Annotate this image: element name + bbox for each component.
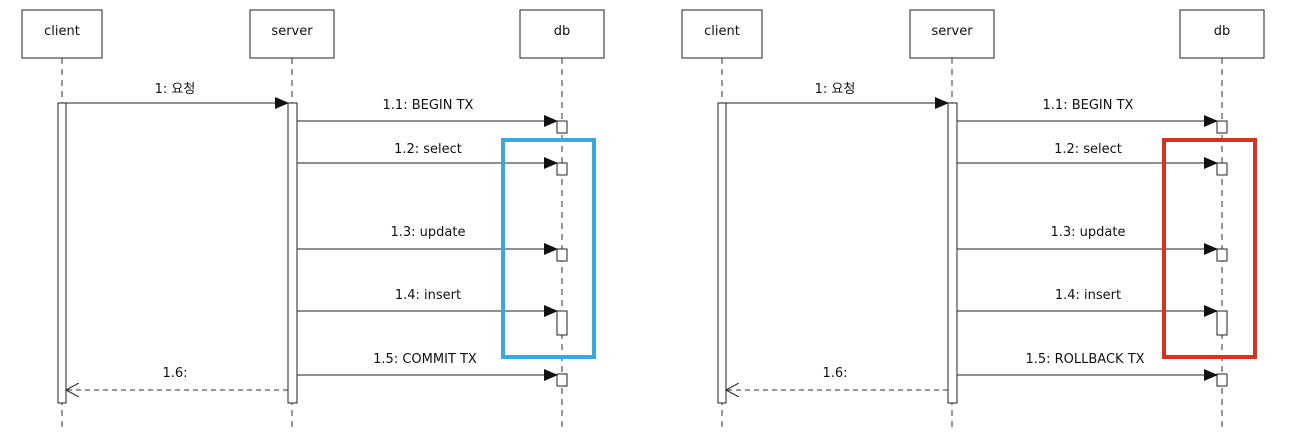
activation-server (947, 102, 958, 404)
activation-db-1 (1216, 120, 1228, 134)
message-1-5-label: 1.5: COMMIT TX (373, 352, 477, 367)
message-1-4: 1.4: insert (957, 288, 1218, 317)
message-1-5-label: 1.5: ROLLBACK TX (1025, 352, 1144, 367)
message-1-label: 1: 요청 (155, 82, 196, 97)
activation-db-4 (556, 310, 568, 336)
activation-db-2 (556, 162, 568, 176)
diagram-commit: client server db 1: 요청 1.1: BEGIN TX (21, 9, 605, 430)
participant-client: client (681, 9, 763, 59)
message-1: 1: 요청 (66, 82, 289, 109)
activation-client (57, 102, 67, 404)
activation-db-1 (556, 120, 568, 134)
message-1-6-return: 1.6: (66, 366, 288, 390)
activation-server (287, 102, 298, 404)
diagram-rollback: client server db 1: 요청 1.1: BEGIN TX (681, 9, 1265, 430)
message-1-5: 1.5: COMMIT TX (297, 352, 558, 381)
message-1-3-label: 1.3: update (391, 225, 466, 240)
message-1-2-label: 1.2: select (394, 142, 462, 157)
message-1-6-label: 1.6: (162, 366, 187, 381)
participant-db: db (519, 9, 605, 59)
activation-db-4 (1216, 310, 1228, 336)
participant-server-label: server (271, 24, 313, 39)
message-1-1-label: 1.1: BEGIN TX (1043, 98, 1134, 113)
activation-client (717, 102, 727, 404)
message-1-3: 1.3: update (297, 225, 558, 255)
message-1-1-label: 1.1: BEGIN TX (383, 98, 474, 113)
message-1-6-return: 1.6: (726, 366, 948, 390)
activation-db-3 (1216, 248, 1228, 262)
transaction-highlight-frame (1162, 138, 1257, 359)
activation-db-5 (556, 373, 568, 387)
activation-db-2 (1216, 162, 1228, 176)
message-1-4: 1.4: insert (297, 288, 558, 317)
participant-server-label: server (931, 24, 973, 39)
message-1-5: 1.5: ROLLBACK TX (957, 352, 1218, 381)
participant-client-label: client (704, 24, 740, 39)
activation-db-5 (1216, 373, 1228, 387)
message-1-4-label: 1.4: insert (395, 288, 461, 303)
message-1-2: 1.2: select (297, 142, 558, 169)
message-1-2-label: 1.2: select (1054, 142, 1122, 157)
message-1-4-label: 1.4: insert (1055, 288, 1121, 303)
participant-db: db (1179, 9, 1265, 59)
message-1-3-label: 1.3: update (1051, 225, 1126, 240)
message-1-2: 1.2: select (957, 142, 1218, 169)
participant-client-label: client (44, 24, 80, 39)
message-1: 1: 요청 (726, 82, 949, 109)
activation-db-3 (556, 248, 568, 262)
message-1-1: 1.1: BEGIN TX (297, 98, 558, 127)
participant-db-label: db (554, 24, 571, 39)
message-1-1: 1.1: BEGIN TX (957, 98, 1218, 127)
message-1-3: 1.3: update (957, 225, 1218, 255)
message-1-6-label: 1.6: (822, 366, 847, 381)
participant-server: server (909, 9, 995, 59)
transaction-highlight-frame (501, 138, 596, 359)
participant-db-label: db (1214, 24, 1231, 39)
message-1-label: 1: 요청 (815, 82, 856, 97)
participant-client: client (21, 9, 103, 59)
participant-server: server (249, 9, 335, 59)
